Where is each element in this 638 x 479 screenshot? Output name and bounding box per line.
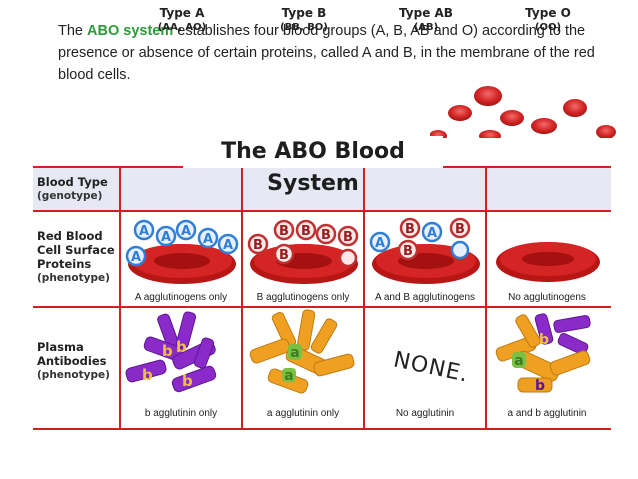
- antigen-a-label: A: [427, 226, 437, 241]
- intro-text-pre: The: [58, 23, 88, 39]
- antigen-caption-type-b: B agglutinogens only: [256, 292, 350, 303]
- antigen-caption-type-ab: A and B agglutinogens: [374, 292, 476, 303]
- intro-highlight: ABO system: [87, 23, 174, 39]
- header-band: [33, 168, 611, 210]
- antibody-caption-type-b: a agglutinin only: [266, 408, 340, 419]
- genotype: (AA, AO): [157, 22, 207, 33]
- antibody-b-label: b: [176, 338, 187, 356]
- row-label-plasma-antibodies: Plasma Antibodies (phenotype): [37, 340, 110, 382]
- row-label-surface-proteins: Red Blood Cell Surface Proteins (phenoty…: [37, 229, 115, 285]
- intro-paragraph: The ABO system establishes four blood gr…: [58, 20, 598, 86]
- antigen-caption-type-a: A agglutinogens only: [134, 292, 228, 303]
- antibody-b-label: b: [162, 342, 173, 360]
- genotype: (OO): [534, 22, 562, 33]
- antigen-a-label: A: [223, 238, 233, 253]
- row-label-blood-type: Blood Type (genotype): [37, 175, 108, 203]
- antigen-a-label: A: [203, 232, 213, 247]
- antigen-a-label: A: [131, 250, 141, 265]
- genotype: (AB): [413, 22, 439, 33]
- antibody-a-label: a: [290, 345, 299, 361]
- row-label-sub: (phenotype): [37, 272, 110, 284]
- row-label-line: Proteins: [37, 257, 92, 271]
- column-divider: [241, 168, 243, 428]
- antigen-b-label: B: [405, 222, 415, 237]
- antibodies-type-b: a a: [249, 309, 355, 394]
- antigen-a-label: A: [181, 224, 191, 239]
- blood-type-name: Type B: [281, 6, 327, 20]
- antigen-b-label: B: [321, 228, 331, 243]
- antigen-a-label: A: [139, 224, 149, 239]
- row-divider: [33, 210, 611, 212]
- row-label-title: Blood Type: [37, 175, 108, 189]
- antibody-a-label: a: [284, 368, 293, 384]
- column-divider: [119, 168, 121, 428]
- antigens-type-a: A A A A A A: [125, 219, 239, 267]
- column-divider: [485, 168, 487, 428]
- genotype: (BB, BO): [280, 22, 328, 33]
- antigen-b-label: B: [403, 244, 413, 259]
- antibody-a-label: a: [514, 353, 523, 369]
- antigen-caption-type-o: No agglutinogens: [508, 292, 586, 303]
- antibody-b-label: b: [539, 332, 549, 348]
- red-cell-type-o: [496, 242, 600, 282]
- antigens-type-b: B B B B B B: [247, 219, 359, 268]
- antigen-a-label: A: [375, 236, 385, 251]
- antigen-b-label: B: [455, 222, 465, 237]
- antibody-caption-type-o: a and b agglutinin: [507, 408, 587, 419]
- row-label-sub: (phenotype): [37, 369, 110, 381]
- row-label-line: Cell Surface: [37, 243, 115, 257]
- column-header-type-o: Type O (OO): [491, 6, 605, 35]
- antibody-caption-type-ab: No agglutinin: [395, 408, 455, 419]
- row-divider: [33, 306, 611, 308]
- antigen-b-label: B: [301, 224, 311, 239]
- antigen-b-label: B: [279, 224, 289, 239]
- antigen-b-label: B: [343, 230, 353, 245]
- column-header-type-ab: Type AB (AB): [369, 6, 483, 35]
- antibody-b-label: b: [535, 378, 545, 394]
- column-header-type-b: Type B (BB, BO): [247, 6, 361, 35]
- row-label-line: Plasma: [37, 340, 84, 354]
- blood-type-name: Type AB: [399, 6, 453, 20]
- intro-text-post: establishes four blood groups (A, B, AB …: [58, 23, 595, 83]
- blood-type-name: Type O: [525, 6, 571, 20]
- antibody-b-label: b: [142, 366, 153, 384]
- antibody-caption-type-a: b agglutinin only: [144, 408, 218, 419]
- antigen-a-label: A: [161, 230, 171, 245]
- row-label-line: Red Blood: [37, 229, 103, 243]
- row-label-sub: (genotype): [37, 190, 103, 202]
- blood-cells-decoration: [430, 86, 616, 138]
- antigens-type-ab: A B A B B: [369, 217, 471, 261]
- antigen-b-label: B: [253, 238, 263, 253]
- antibody-b-label: b: [182, 372, 193, 390]
- column-header-type-a: Type A (AA, AO): [125, 6, 239, 35]
- red-cell-type-a: [128, 244, 236, 284]
- antibodies-type-a: b b b b: [125, 311, 217, 393]
- blood-type-name: Type A: [159, 6, 205, 20]
- antigen-b-label: B: [279, 248, 289, 263]
- row-label-line: Antibodies: [37, 354, 107, 368]
- antibodies-type-o: a b b: [495, 313, 591, 394]
- column-divider: [363, 168, 365, 428]
- diagram-title: The ABO Blood System: [183, 136, 443, 196]
